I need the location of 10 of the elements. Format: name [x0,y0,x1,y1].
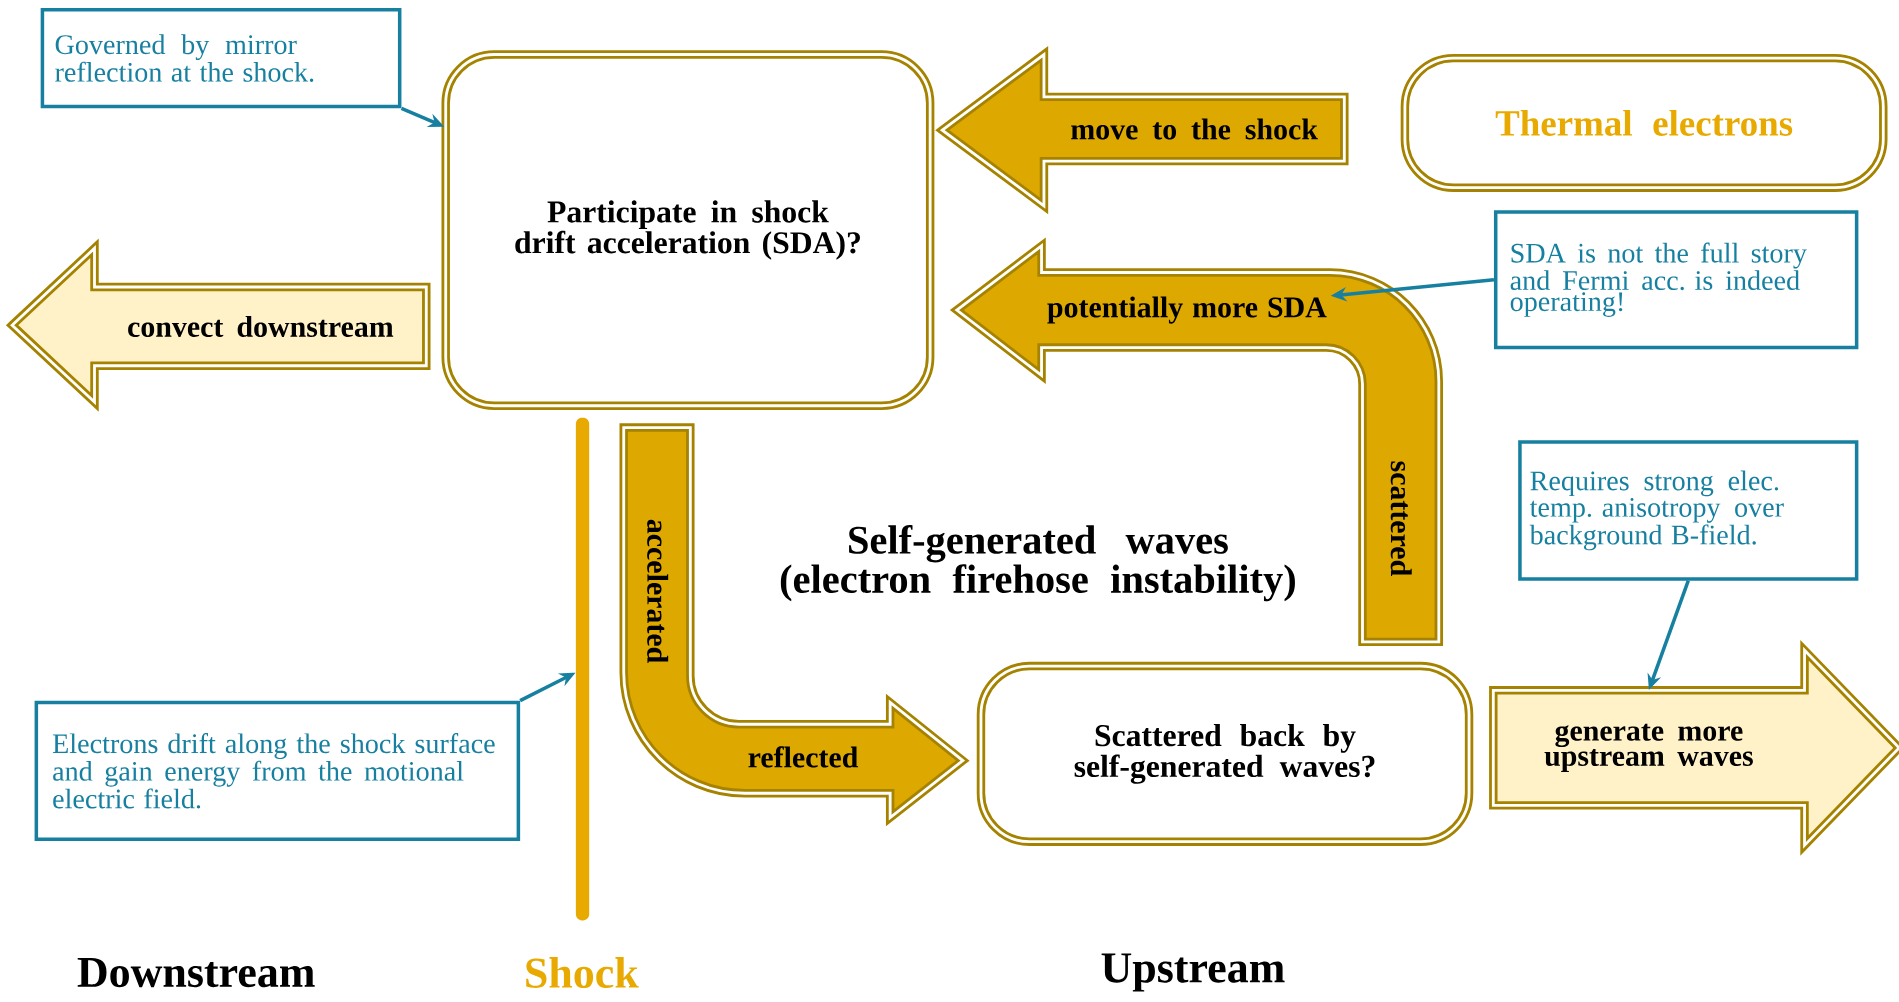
callout-box: Electrons drift along the shock surface and gain energy from the motional electric field. [34,700,521,842]
rounded-box: Participate in shock drift acceleration (SDA)? [441,50,935,411]
region-label: Shock [526,957,639,989]
callout-box: Governed by mirror reflection at the shock. [40,8,402,109]
callout-box: Requires strong elec. temp. anisotropy over background B-field. [1518,440,1859,581]
rounded-box: Scattered back by self-generated waves? [976,662,1474,847]
region-label: Upstream [1101,953,1285,992]
rounded-box: Thermal electrons [1400,54,1888,193]
region-label: Downstream [77,958,315,988]
callout-box: SDA is not the full story and Fermi acc. is indeed operating! [1493,210,1859,350]
